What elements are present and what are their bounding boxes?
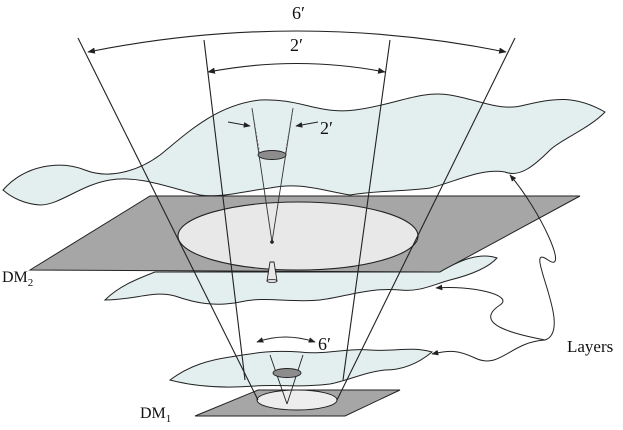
cone-right <box>271 107 294 243</box>
mid-beam-right <box>342 39 391 381</box>
middle-layer <box>103 255 498 305</box>
dm2-label-main: DM <box>2 269 28 286</box>
dm2-label: DM2 <box>2 269 33 289</box>
lower-angle-arc <box>256 336 316 343</box>
inner-arrow-right <box>295 121 319 128</box>
outer-angle-arc <box>87 30 507 54</box>
outer-angle-label: 6′ <box>292 3 305 23</box>
focus-point <box>270 240 274 244</box>
dm1-ellipse <box>256 389 338 411</box>
dm2-ellipse <box>177 201 419 271</box>
outer-beam-left <box>77 37 259 401</box>
layers-label: Layers <box>567 337 613 356</box>
layers-leader-middle <box>435 284 546 341</box>
dm2-label-sub: 2 <box>28 277 34 289</box>
dm1-cone-left <box>269 354 288 405</box>
upper-layer <box>2 93 606 206</box>
lower-cone-base <box>266 278 278 283</box>
lower-layer <box>168 348 434 388</box>
upper-spot <box>257 150 287 160</box>
layers-leader-lower <box>431 339 546 362</box>
mid-angle-label: 2′ <box>290 35 303 55</box>
lower-spot <box>272 368 302 378</box>
outer-beam-right <box>336 37 516 401</box>
mid-beam-left <box>203 39 246 381</box>
lower-angle-label: 6′ <box>318 334 331 354</box>
dm1-label-main: DM <box>140 405 166 422</box>
mid-angle-arc <box>207 62 386 74</box>
inner-angle-label: 2′ <box>320 118 333 138</box>
cone-left <box>251 107 273 243</box>
dm1-label-sub: 1 <box>166 413 172 425</box>
inner-arrow-left <box>227 121 251 128</box>
dm1-label: DM1 <box>140 405 171 425</box>
layers-leader-upper <box>509 174 557 341</box>
dm1-cone-right <box>286 354 304 405</box>
